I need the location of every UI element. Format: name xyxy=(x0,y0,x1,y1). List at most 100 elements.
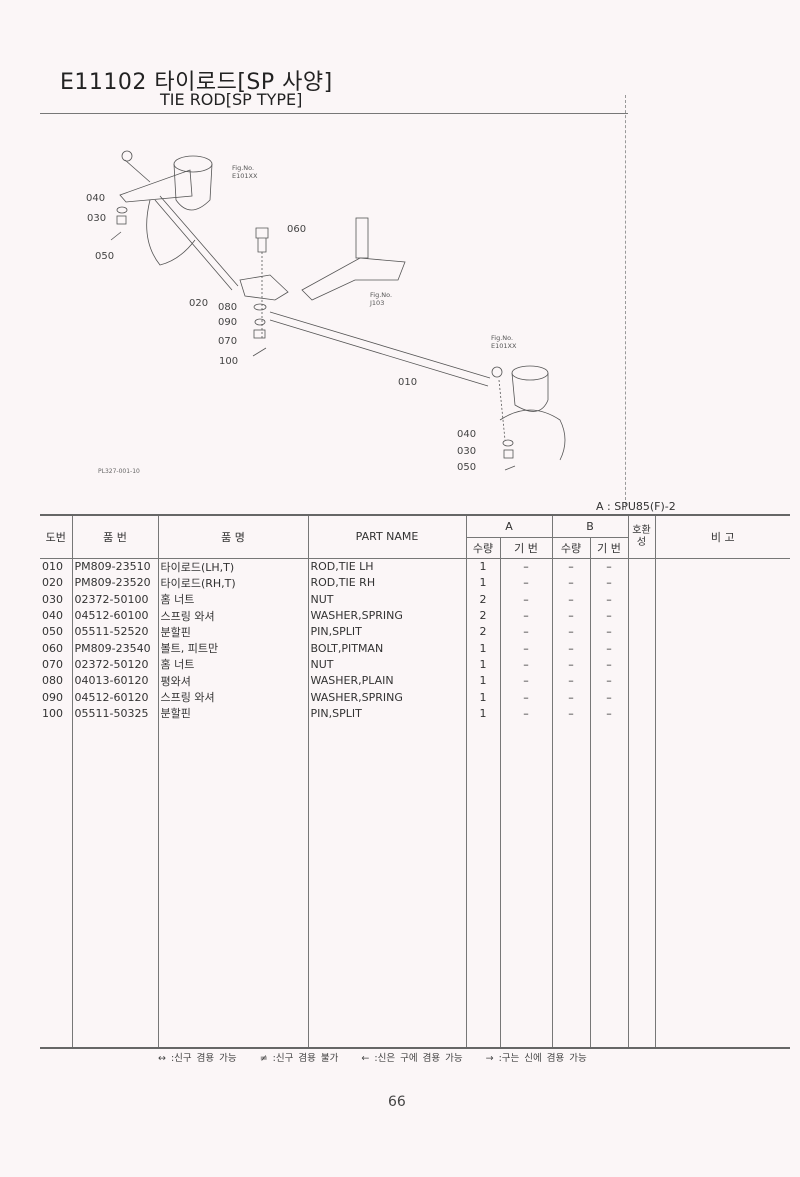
row-no: 100 xyxy=(42,706,63,720)
callout-060: 060 xyxy=(287,224,307,235)
interchange-cell xyxy=(627,607,655,624)
serial-b: – xyxy=(589,656,628,673)
header-serial-a: 기 번 xyxy=(499,537,552,559)
qty-b: – xyxy=(551,558,590,575)
part-name-korean: 스프링 와셔 xyxy=(157,607,308,624)
fig-ref-label: Fig.No. xyxy=(491,334,514,342)
qty-b: – xyxy=(551,656,590,673)
rod-020 xyxy=(154,195,239,291)
qty-b: – xyxy=(551,705,590,722)
pitman-arm xyxy=(239,274,289,301)
callout-040-left: 040 xyxy=(86,193,106,204)
callout-050-right: 050 xyxy=(457,462,477,473)
qty-a: 1 xyxy=(465,639,500,657)
part-number: PM809-23510 xyxy=(71,558,158,575)
fig-ref-e101xx-right: Fig.No.E101XX xyxy=(491,334,516,350)
qty-a: 1 xyxy=(465,558,500,575)
remarks-cell xyxy=(654,591,790,608)
page-number: 66 xyxy=(388,1094,406,1110)
bolt-060 xyxy=(255,227,269,253)
part-number: 02372-50100 xyxy=(71,591,158,608)
serial-a: – xyxy=(499,623,552,640)
steering-shaft xyxy=(355,217,369,259)
interchange-cell xyxy=(627,705,655,722)
header-group-a: A xyxy=(465,515,552,538)
row-no: 030 xyxy=(42,592,63,606)
qty-b: – xyxy=(551,672,590,689)
header-group-b: B xyxy=(551,515,628,538)
row-no: 050 xyxy=(42,625,63,639)
interchange-cell xyxy=(627,574,655,592)
serial-b: – xyxy=(589,672,628,689)
serial-a: – xyxy=(499,558,552,575)
row-no: 010 xyxy=(42,560,63,574)
serial-a: – xyxy=(499,688,552,706)
interchange-cell xyxy=(627,639,655,657)
remarks-cell xyxy=(654,705,790,722)
serial-b: – xyxy=(589,688,628,706)
serial-b: – xyxy=(589,705,628,722)
serial-b: – xyxy=(589,558,628,575)
serial-a: – xyxy=(499,705,552,722)
part-name-korean: 타이로드(LH,T) xyxy=(157,558,308,575)
header-qty-a: 수량 xyxy=(465,537,500,559)
left-knuckle-arm xyxy=(119,169,193,203)
part-number: 04013-60120 xyxy=(71,672,158,689)
callout-020: 020 xyxy=(189,298,209,309)
callout-100: 100 xyxy=(219,356,239,367)
row-no: 060 xyxy=(42,641,63,655)
part-name-korean: 스프링 와셔 xyxy=(157,688,308,706)
remarks-cell xyxy=(654,574,790,592)
washer-040-right xyxy=(502,439,514,447)
row-no: 020 xyxy=(42,576,63,590)
remarks-cell xyxy=(654,656,790,673)
callout-070: 070 xyxy=(218,336,238,347)
serial-a: – xyxy=(499,656,552,673)
serial-b: – xyxy=(589,623,628,640)
serial-a: – xyxy=(499,591,552,608)
header-no: 도번 xyxy=(40,515,72,559)
fig-ref-j103: Fig.No.J103 xyxy=(370,291,392,307)
callout-010: 010 xyxy=(398,377,418,388)
part-name: ROD,TIE LH xyxy=(307,558,466,575)
pin-050-left xyxy=(110,231,122,241)
left-tie-rod-end xyxy=(124,159,151,183)
part-name-korean: 분할핀 xyxy=(157,705,308,722)
qty-a: 1 xyxy=(465,574,500,592)
qty-a: 1 xyxy=(465,656,500,673)
part-name-korean: 홈 너트 xyxy=(157,591,308,608)
remarks-cell xyxy=(654,607,790,624)
title-rule xyxy=(40,113,628,114)
qty-a: 1 xyxy=(465,688,500,706)
part-name: PIN,SPLIT xyxy=(307,623,466,640)
header-part-no: 품 번 xyxy=(71,515,158,559)
part-name: ROD,TIE RH xyxy=(307,574,466,592)
part-name: WASHER,PLAIN xyxy=(307,672,466,689)
pin-100 xyxy=(252,347,267,357)
interchange-cell xyxy=(627,623,655,640)
qty-b: – xyxy=(551,591,590,608)
callout-040-right: 040 xyxy=(457,429,477,440)
page-title: E11102 타이로드[SP 사양] xyxy=(60,70,333,95)
nut-070 xyxy=(253,329,266,339)
part-number: 05511-52520 xyxy=(71,623,158,640)
washer-040-left xyxy=(116,206,128,214)
fig-ref-e101xx-left: Fig.No.E101XX xyxy=(232,164,257,180)
qty-b: – xyxy=(551,574,590,592)
legend-item: ≠ :신구 겸용 불가 xyxy=(259,1053,339,1064)
nut-030-left xyxy=(116,215,127,225)
remarks-cell xyxy=(654,558,790,575)
legend-item: → :구는 신에 겸용 가능 xyxy=(485,1053,587,1064)
fig-ref-number: J103 xyxy=(370,299,385,307)
washer-090 xyxy=(254,318,266,326)
header-interchange: 호환성 xyxy=(627,515,655,559)
part-name: WASHER,SPRING xyxy=(307,607,466,624)
part-number: 02372-50120 xyxy=(71,656,158,673)
